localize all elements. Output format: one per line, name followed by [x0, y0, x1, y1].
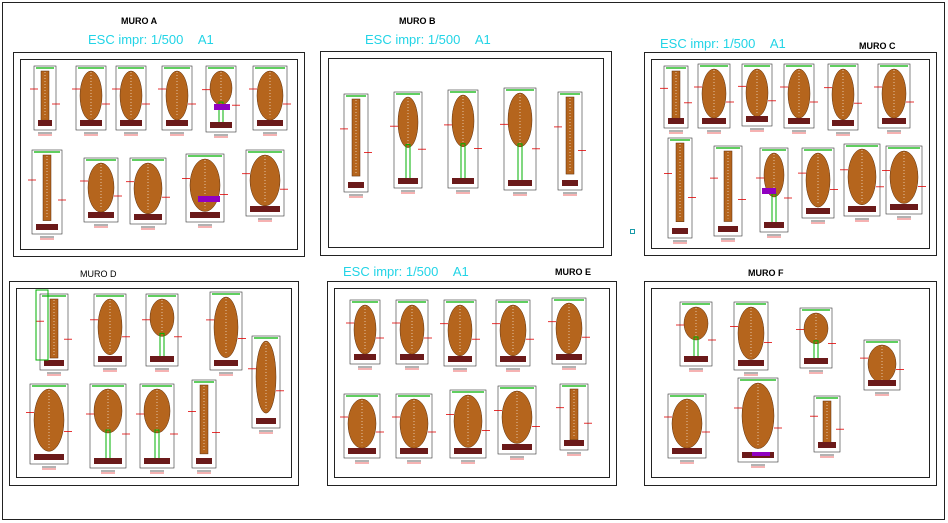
wall-section-13 [444, 89, 482, 194]
wall-section-31 [206, 291, 246, 376]
wall-section-36 [188, 379, 220, 474]
sheet-inner-frame [651, 288, 930, 478]
wall-section-8 [126, 157, 170, 230]
wall-section-10 [242, 149, 288, 222]
wall-section-47 [676, 301, 716, 372]
wall-section-30 [142, 293, 182, 372]
sheet-title: MURO B [399, 16, 436, 26]
sheet-outer-frame [9, 281, 299, 486]
wall-section-24 [756, 147, 792, 238]
sheet-inner-frame [334, 288, 610, 478]
accent-mark-1 [198, 196, 220, 202]
wall-section-53 [810, 395, 844, 458]
sheet-inner-frame [16, 288, 292, 478]
sheet-outer-frame [13, 52, 305, 257]
wall-section-6 [28, 149, 66, 240]
wall-section-25 [798, 147, 838, 224]
wall-section-21 [874, 63, 914, 134]
wall-section-9 [182, 153, 228, 228]
sheet-inner-frame [328, 58, 604, 248]
wall-section-34 [86, 383, 130, 474]
wall-section-5 [249, 65, 291, 136]
wall-section-45 [494, 385, 540, 460]
wall-section-38 [392, 299, 432, 370]
scale-label: ESC impr: 1/500 A1 [365, 32, 491, 47]
layer-outline [35, 289, 49, 361]
wall-section-20 [824, 63, 862, 136]
wall-section-39 [440, 299, 480, 372]
wall-section-4 [202, 65, 240, 138]
wall-section-22 [664, 137, 696, 244]
wall-section-40 [492, 299, 534, 372]
wall-section-17 [694, 63, 734, 134]
wall-section-33 [26, 383, 72, 470]
wall-section-19 [780, 63, 818, 134]
wall-section-41 [548, 297, 590, 370]
scale-label: ESC impr: 1/500 A1 [343, 264, 469, 279]
wall-section-14 [500, 87, 540, 196]
wall-section-43 [392, 393, 436, 464]
scale-label: ESC impr: 1/500 A1 [88, 32, 214, 47]
wall-section-16 [660, 65, 692, 134]
accent-mark-2 [762, 188, 776, 194]
scale-label: ESC impr: 1/500 A1 [660, 36, 786, 51]
wall-section-35 [136, 383, 178, 474]
accent-mark-3 [752, 452, 770, 456]
sheet-outer-frame [320, 51, 612, 256]
sheet-title: MURO F [748, 268, 784, 278]
wall-section-27 [882, 145, 926, 220]
sheet-inner-frame [20, 59, 298, 250]
wall-section-37 [346, 299, 384, 370]
sheet-outer-frame [327, 281, 617, 486]
sheet-title: MURO D [80, 269, 117, 279]
wall-section-26 [840, 143, 884, 222]
insertion-point-marker [630, 229, 635, 234]
sheet-outer-frame [644, 52, 937, 256]
wall-section-32 [248, 335, 284, 434]
wall-section-23 [710, 145, 746, 242]
accent-mark-0 [214, 104, 230, 110]
sheet-title: MURO C [859, 41, 896, 51]
wall-section-2 [112, 65, 150, 136]
sheet-inner-frame [651, 59, 930, 249]
sheet-title: MURO E [555, 267, 591, 277]
sheet-outer-frame [644, 281, 937, 486]
wall-section-49 [796, 307, 836, 374]
wall-section-42 [340, 393, 384, 464]
wall-section-18 [738, 63, 776, 132]
wall-section-12 [390, 91, 426, 194]
wall-section-15 [554, 91, 586, 196]
wall-section-28 [36, 293, 72, 376]
wall-section-3 [158, 65, 196, 136]
sheet-title: MURO A [121, 16, 158, 26]
wall-section-29 [90, 293, 130, 372]
wall-section-44 [446, 389, 490, 464]
wall-section-46 [556, 383, 592, 456]
wall-section-48 [730, 301, 772, 376]
wall-section-11 [340, 93, 372, 198]
wall-section-1 [72, 65, 110, 136]
wall-section-51 [664, 393, 710, 464]
wall-section-0 [30, 65, 60, 136]
wall-section-50 [860, 339, 904, 396]
wall-section-7 [80, 157, 122, 228]
